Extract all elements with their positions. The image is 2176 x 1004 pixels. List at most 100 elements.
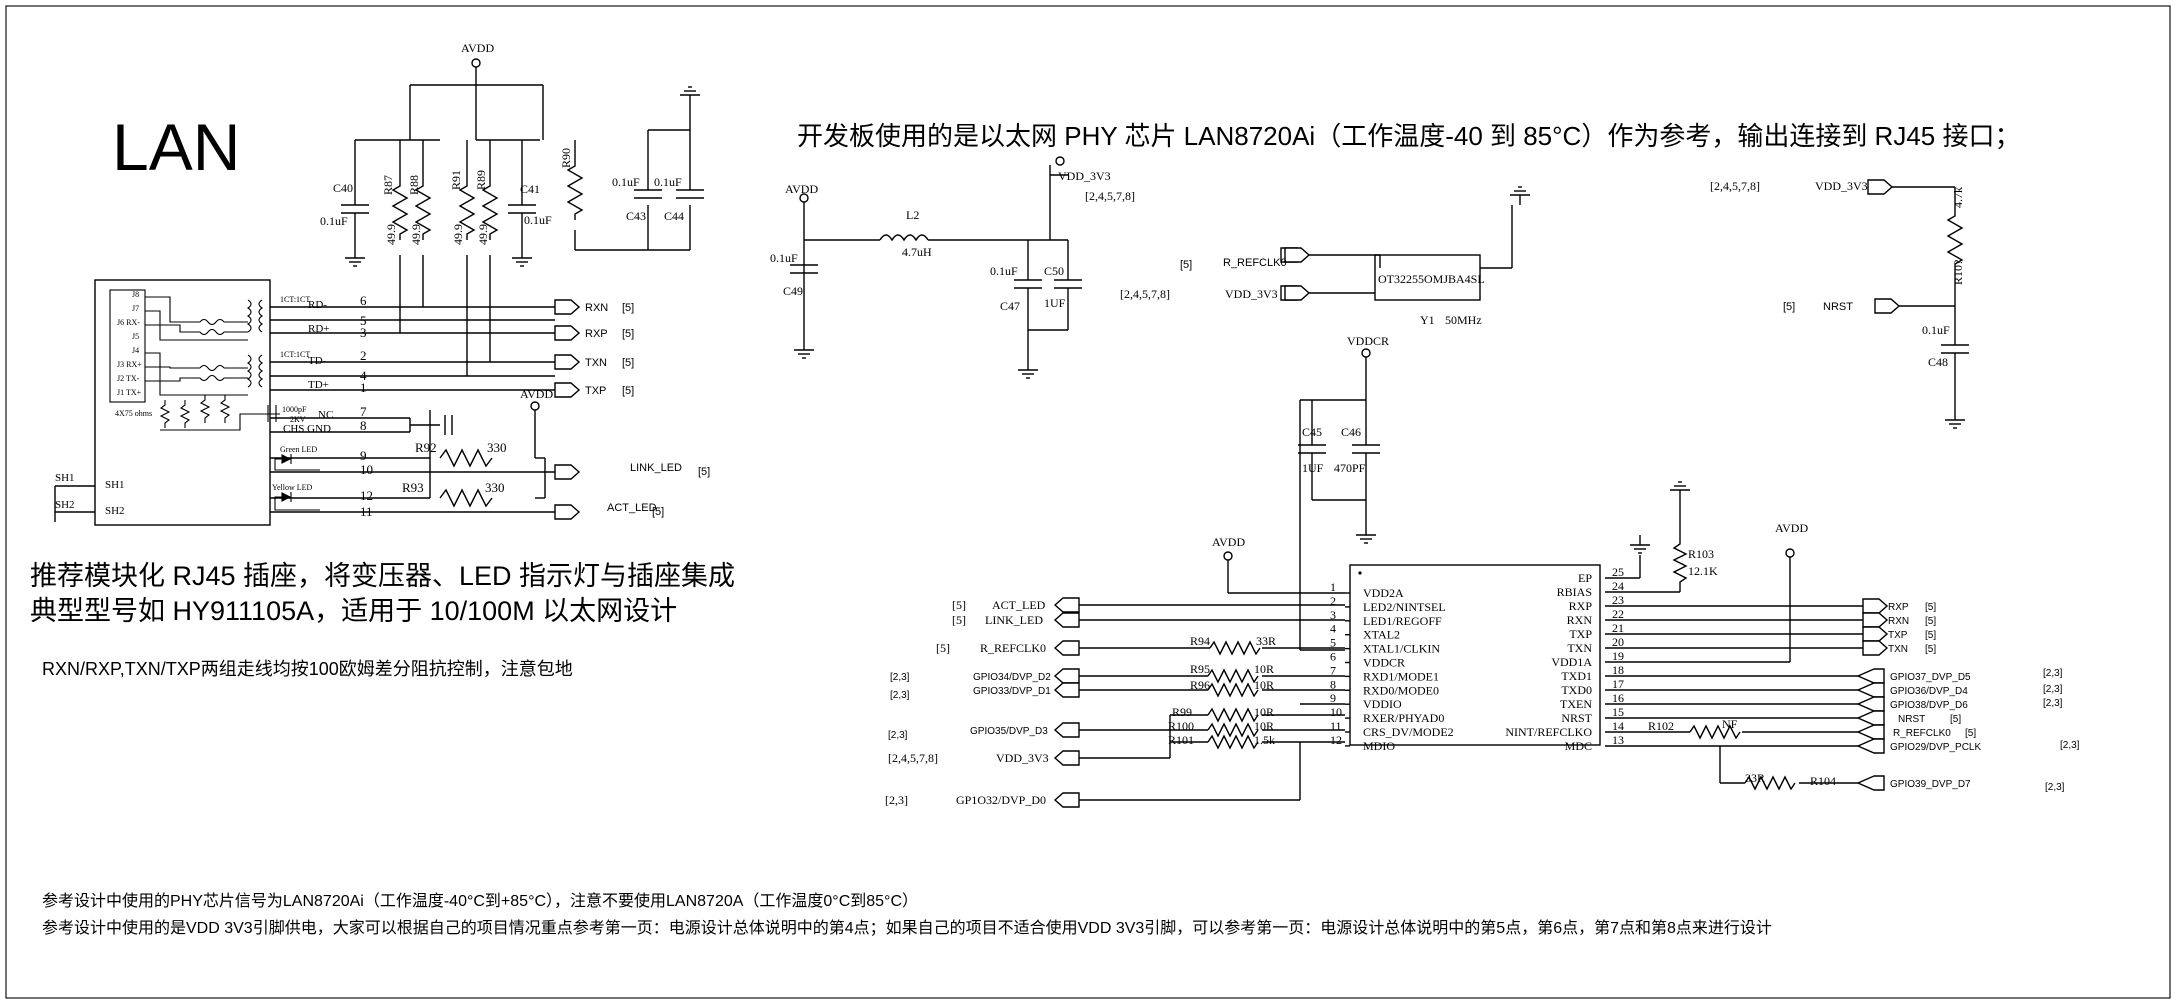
chip-pin-name: RBIAS <box>1557 585 1592 599</box>
c41-val: 0.1uF <box>524 213 552 227</box>
chip-pin-name: TXD1 <box>1561 669 1592 683</box>
schematic-label: [2,3] <box>2045 782 2065 793</box>
chip-pin-name: RXN <box>1567 613 1593 627</box>
chip-pin-name: CRS_DV/MODE2 <box>1363 725 1454 739</box>
schematic-label: 12.1K <box>1688 564 1718 578</box>
chip-right-wiring: AVDD <box>1605 481 2080 793</box>
chip-pin-number: 2 <box>1330 594 1336 608</box>
rj45-connector: J8 J7 J6 RX- J5 J4 J3 RX+ J2 TX- J1 TX+ … <box>54 279 373 526</box>
schematic-label: 0.1uF <box>770 251 798 265</box>
schematic-label: R99 <box>1172 705 1192 719</box>
schematic-label: 1CT:1CT <box>280 350 310 359</box>
schematic-label: C49 <box>783 284 803 298</box>
schematic-label: R_REFCLK0 <box>1223 257 1287 269</box>
r88-ref: R88 <box>407 175 421 195</box>
c40-ref: C40 <box>333 181 353 195</box>
chip-pin-name: RXD0/MODE0 <box>1363 683 1439 697</box>
c44-val: 0.1uF <box>654 175 682 189</box>
schematic-label: GPIO36/DVP_D4 <box>1890 686 1968 697</box>
net-txp: TXP <box>585 385 606 397</box>
chip-left-wiring: AVDD <box>885 535 1345 808</box>
schematic-label: 1 <box>360 380 367 395</box>
schematic-label: Green LED <box>280 445 317 454</box>
chip-pin-number: 11 <box>1330 719 1342 733</box>
schematic-label: VDD_3V3 <box>1225 287 1278 301</box>
chip-pin-number: 8 <box>1330 677 1336 691</box>
chip-pin-number: 15 <box>1612 705 1624 719</box>
schematic-label: 7 <box>360 404 367 419</box>
chip-pin-name: LED1/REGOFF <box>1363 614 1442 628</box>
schematic-label: [5] <box>1925 630 1936 641</box>
chip-pin-number: 1 <box>1330 580 1336 594</box>
schematic-label: J5 <box>132 332 139 341</box>
schematic-label: OT32255OMJBA4SL <box>1378 272 1485 286</box>
schematic-label: RXP <box>1888 602 1909 613</box>
schematic-label: AVDD <box>1775 521 1808 535</box>
schematic-label: R_REFCLK0 <box>1893 728 1951 739</box>
schematic-label: 470PF <box>1334 461 1366 475</box>
chip-pin-number: 24 <box>1612 579 1624 593</box>
schematic-label: [2,4,5,7,8] <box>1120 287 1170 301</box>
chip-pin-name: VDDIO <box>1363 697 1402 711</box>
chip-pin-name: RXD1/MODE1 <box>1363 669 1439 683</box>
c43-val: 0.1uF <box>612 175 640 189</box>
rj45-net-flags: RXN RXP TXN TXP LINK_LED ACT_LED [5] [5]… <box>554 299 710 520</box>
schematic-label: [5] <box>1925 602 1936 613</box>
chip-pin-number: 17 <box>1612 677 1624 691</box>
schematic-label: J6 RX- <box>117 318 140 327</box>
schematic-label: 1CT:1CT <box>280 295 310 304</box>
schematic-label: L2 <box>906 208 919 222</box>
r93-val: 330 <box>485 480 505 495</box>
schematic-label: 10 <box>360 462 373 477</box>
chip-pin-number: 3 <box>1330 608 1336 622</box>
chip-pin-number: 20 <box>1612 635 1624 649</box>
chip-pin-number: 9 <box>1330 691 1336 705</box>
schematic-label: 50MHz <box>1445 313 1482 327</box>
left-note-line1: 推荐模块化 RJ45 插座，将变压器、LED 指示灯与插座集成 <box>30 561 735 591</box>
schematic-label: RD- <box>308 299 327 311</box>
schematic-label: Y1 <box>1420 313 1435 327</box>
schematic-label: SH2 <box>55 499 75 511</box>
schematic-label: AVDD <box>461 41 494 55</box>
schematic-label: R104 <box>1810 774 1836 788</box>
schematic-label: [5] <box>622 357 634 369</box>
chip-pin-number: 5 <box>1330 636 1336 650</box>
schematic-label: NRST <box>1823 301 1853 313</box>
schematic-label: 33R <box>1745 771 1765 785</box>
chip-pin-number: 14 <box>1612 719 1624 733</box>
schematic-label: [2,3] <box>2043 698 2063 709</box>
chip-pin-number: 10 <box>1330 705 1342 719</box>
chip-pin-number: 4 <box>1330 622 1336 636</box>
net-link-led: LINK_LED <box>630 462 682 474</box>
schematic-label: GPIO34/DVP_D2 <box>973 672 1051 683</box>
schematic-label: TXN <box>1888 644 1908 655</box>
schematic-label: RD+ <box>308 323 329 335</box>
r91-ref: R91 <box>449 170 463 190</box>
rj45-signal-wires <box>270 306 555 513</box>
schematic-label: [2,3] <box>2043 668 2063 679</box>
schematic-label: J7 <box>132 304 139 313</box>
vddcr-decoupling: VDDCR C45 C46 1UF 470PF <box>1297 334 1389 651</box>
schematic-label: 12 <box>360 488 373 503</box>
schematic-label: J1 TX+ <box>117 388 142 397</box>
schematic-label: [5] <box>1783 301 1795 313</box>
schematic-label: 4.7uH <box>902 245 932 259</box>
schematic-label: 2KV <box>290 415 306 424</box>
schematic-label: 4X75 ohms <box>115 409 152 418</box>
chip-pin-name: XTAL2 <box>1363 628 1400 642</box>
chip-pin-name: TXP <box>1569 627 1592 641</box>
schematic-label: [2,3] <box>2060 740 2080 751</box>
chip-pin-number: 22 <box>1612 607 1624 621</box>
r93-ref: R93 <box>402 480 424 495</box>
chip-pin-name: VDDCR <box>1363 656 1405 670</box>
schematic-label: J2 TX- <box>117 374 140 383</box>
schematic-label: [5] <box>698 466 710 478</box>
schematic-label: 1UF <box>1302 461 1324 475</box>
schematic-label: R102 <box>1648 719 1674 733</box>
schematic-label: NC <box>318 409 333 421</box>
schematic-label: VDD_3V3 <box>1058 169 1111 183</box>
schematic-label: R96 <box>1190 678 1210 692</box>
schematic-label: R94 <box>1190 634 1210 648</box>
schematic-label: TXP <box>1888 630 1908 641</box>
